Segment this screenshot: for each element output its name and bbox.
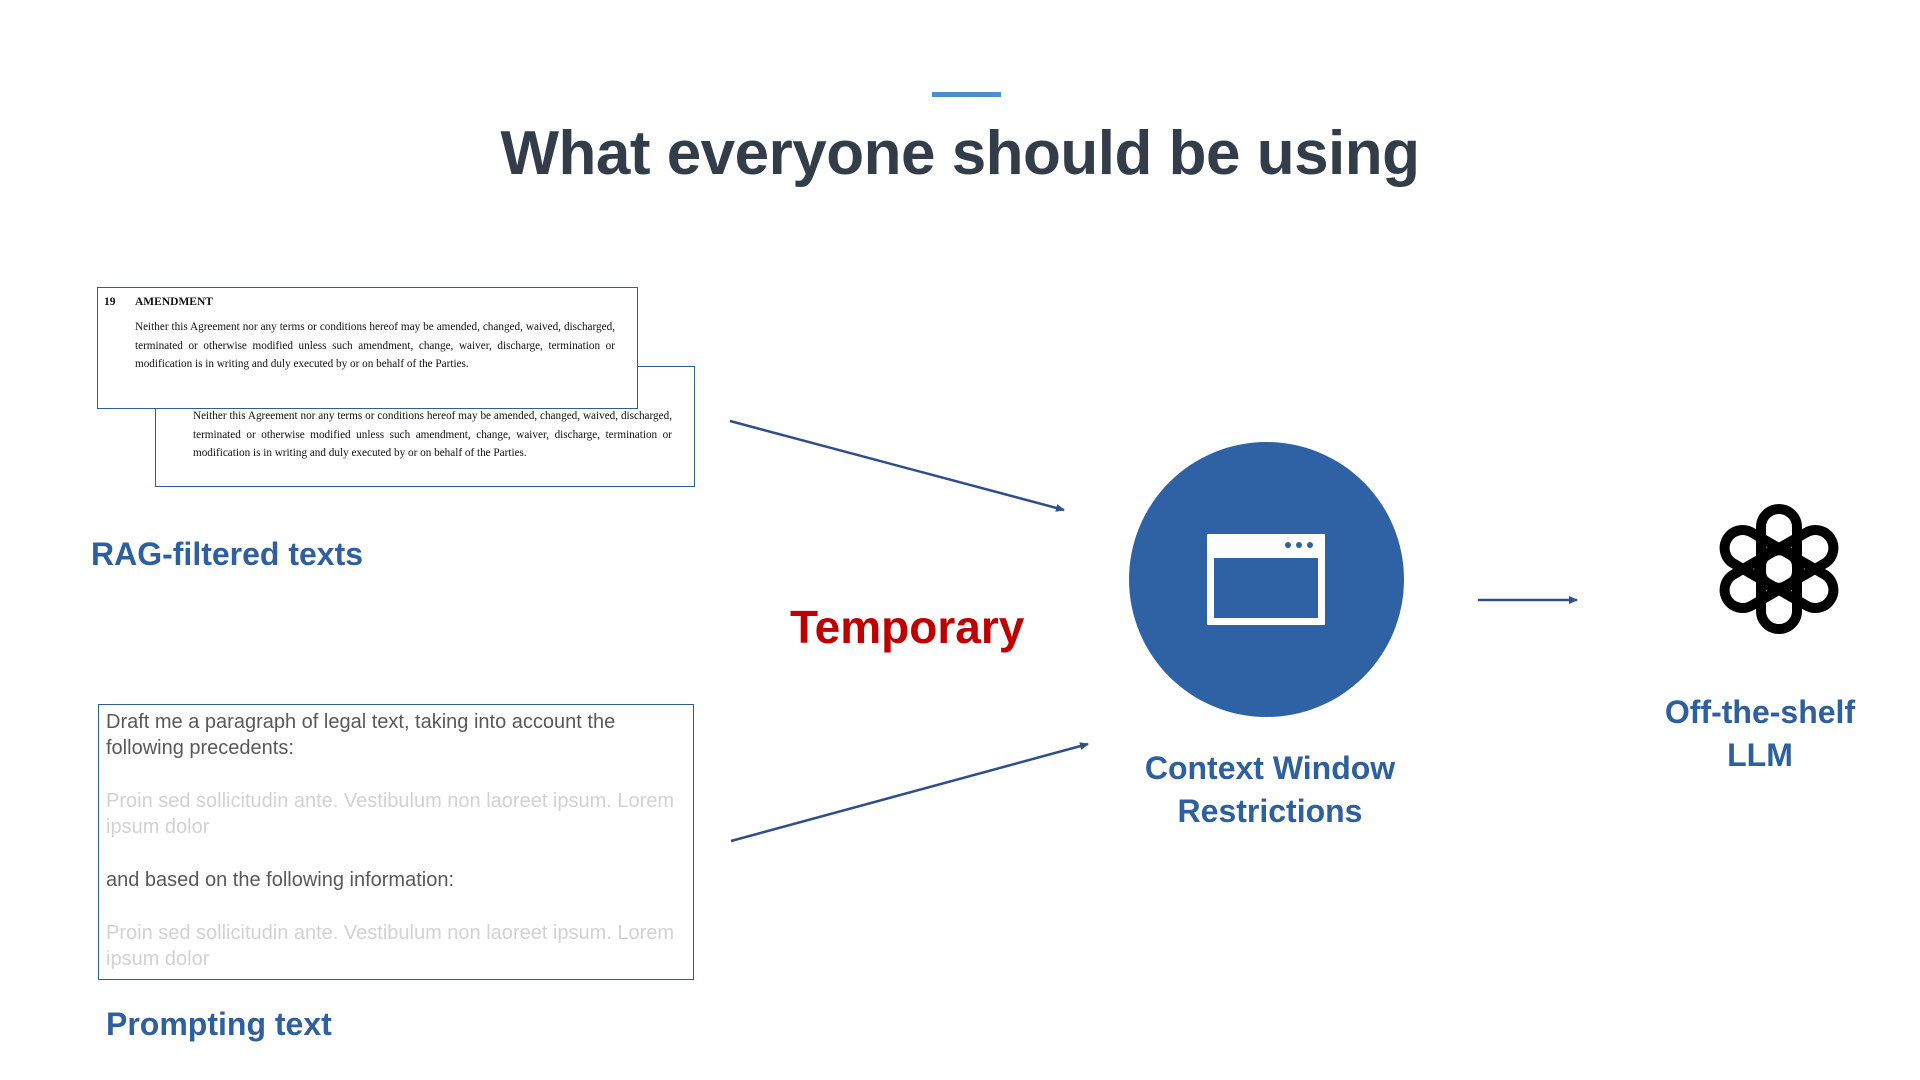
- arrow-prompt-to-context: [730, 742, 1089, 843]
- llm-label-line-2: LLM: [1727, 737, 1793, 773]
- context-label-line-1: Context Window: [1144, 750, 1396, 786]
- prompting-label: Prompting text: [106, 1006, 332, 1042]
- doc-back-body: Neither this Agreement nor any terms or …: [193, 410, 672, 459]
- prompt-line-2: and based on the following information:: [106, 869, 455, 891]
- prompt-text-box: Draft me a paragraph of legal text, taki…: [98, 704, 694, 980]
- clause-heading: AMENDMENT: [135, 296, 213, 308]
- doc-snippet-front: 19 AMENDMENT Neither this Agreement nor …: [97, 287, 638, 409]
- context-window-label: Context Window Restrictions: [1100, 747, 1440, 833]
- window-dot: [1285, 542, 1291, 548]
- prompt-placeholder-2: Proin sed sollicitudin ante. Vestibulum …: [106, 922, 675, 970]
- temporary-label: Temporary: [790, 601, 1025, 653]
- doc-front-header: 19 AMENDMENT: [104, 296, 615, 308]
- browser-window-icon: [1207, 534, 1325, 625]
- rag-label: RAG-filtered texts: [91, 536, 364, 572]
- llm-label-line-1: Off-the-shelf: [1664, 694, 1856, 730]
- doc-front-body: Neither this Agreement nor any terms or …: [135, 321, 615, 370]
- context-label-line-2: Restrictions: [1177, 793, 1363, 829]
- window-dot: [1296, 542, 1302, 548]
- arrow-rag-to-context: [729, 419, 1065, 512]
- openai-logo-icon: [1719, 504, 1839, 634]
- window-dot: [1307, 542, 1313, 548]
- slide-title: What everyone should be using: [500, 119, 1420, 188]
- prompt-placeholder-1: Proin sed sollicitudin ante. Vestibulum …: [106, 790, 675, 838]
- prompt-line-1: Draft me a paragraph of legal text, taki…: [106, 711, 616, 759]
- clause-number: 19: [104, 296, 116, 308]
- title-accent-bar: [932, 92, 1001, 97]
- logo-petal: [1719, 525, 1804, 593]
- llm-label: Off-the-shelf LLM: [1610, 691, 1910, 777]
- context-window-circle: [1129, 442, 1404, 717]
- window-dots: [1285, 542, 1313, 548]
